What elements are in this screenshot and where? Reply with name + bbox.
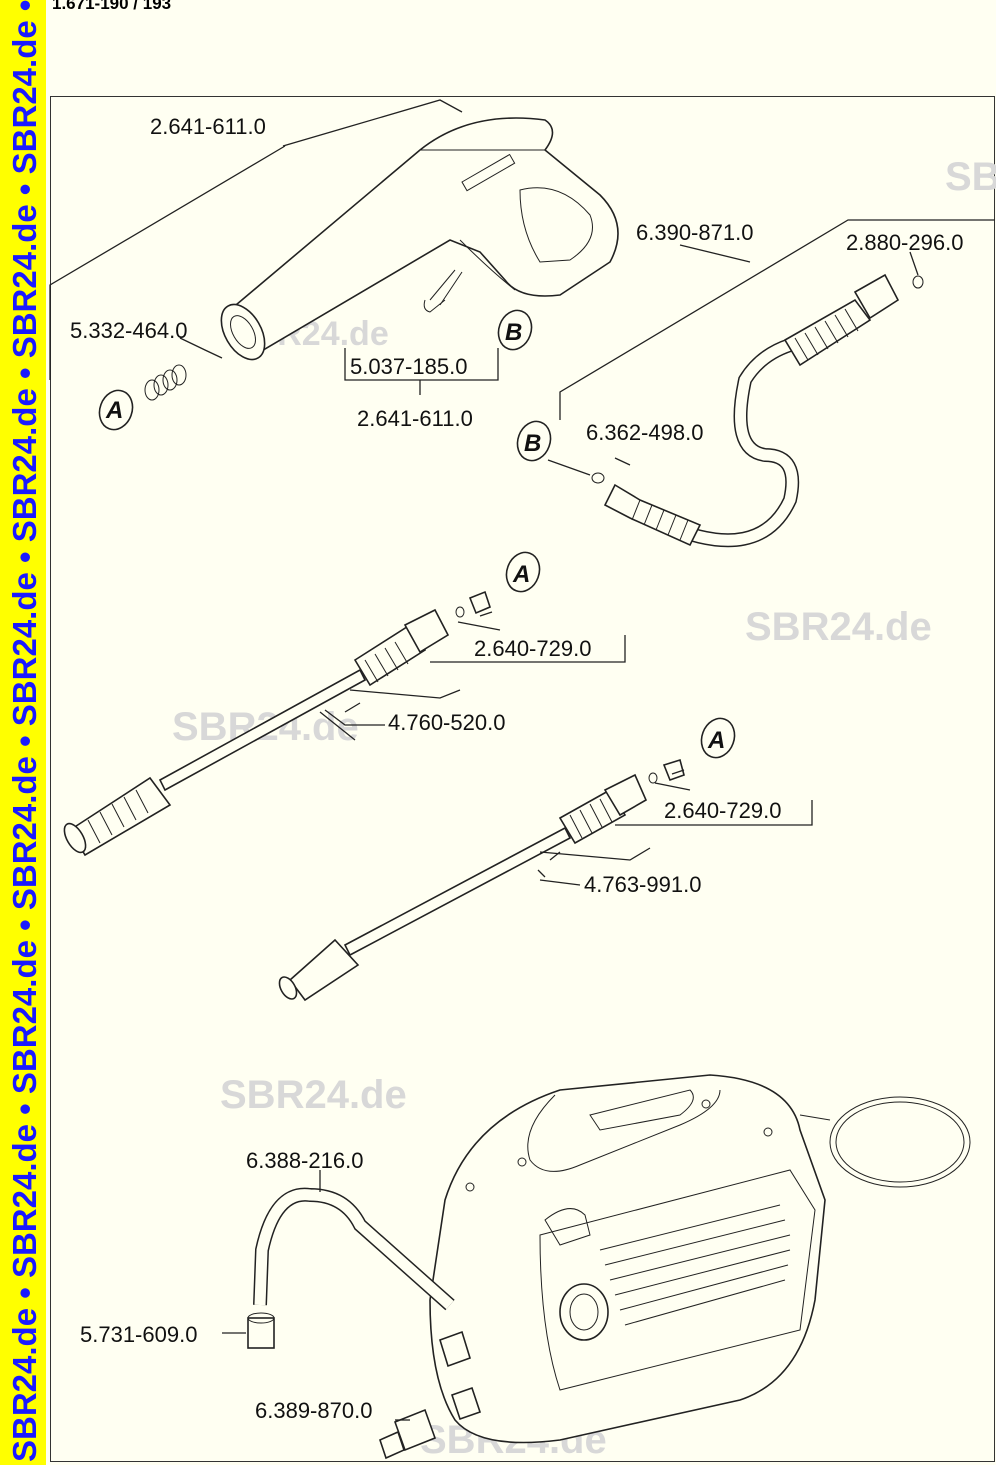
callout-b-badge: B (497, 309, 533, 351)
suction-hose-drawing (247, 1187, 455, 1349)
watermark: SBR24.de (745, 605, 932, 649)
part-label-gun-set: 2.641-611.0 (357, 406, 473, 431)
leader-line (547, 457, 631, 476)
callout-b-badge: B (516, 420, 552, 462)
pressure-washer-unit-drawing (379, 1074, 971, 1460)
part-label-spring: 5.332-464.0 (70, 318, 187, 343)
part-label-nozzle-ring-2: 2.640-729.0 (664, 798, 781, 823)
callout-a-badge: A (700, 717, 736, 759)
watermark: SBR24.de (220, 1073, 407, 1117)
part-label-connector: 6.389-870.0 (255, 1398, 372, 1423)
callout-a-label: A (707, 727, 725, 754)
side-banner: SBR24.de • SBR24.de • SBR24.de • SBR24.d… (0, 0, 46, 1465)
callout-a-label: A (512, 561, 530, 588)
leader-line (679, 244, 751, 263)
part-label-nozzle-ring-1: 2.640-729.0 (474, 636, 591, 661)
leader-line (559, 219, 995, 420)
callout-a-label: A (105, 397, 123, 424)
part-label-suction-hose: 6.388-216.0 (246, 1148, 363, 1173)
watermark: SBR24.de (945, 155, 996, 199)
spring-drawing (144, 364, 187, 401)
leader-line (537, 851, 581, 886)
part-label-lance-1: 4.760-520.0 (388, 710, 505, 735)
part-label-hose-oring: 2.880-296.0 (846, 230, 963, 255)
leader-line (430, 635, 626, 663)
part-label-hose: 6.390-871.0 (636, 220, 753, 245)
part-label-lance-2: 4.763-991.0 (584, 872, 701, 897)
lance-1-drawing (63, 590, 491, 857)
leader-line (457, 611, 501, 631)
leader-line (319, 702, 385, 741)
part-label-filter: 5.731-609.0 (80, 1322, 197, 1347)
leader-line (615, 800, 813, 826)
callout-a-badge: A (505, 551, 541, 593)
leader-line (49, 99, 463, 380)
callout-b-label: B (524, 430, 541, 457)
leader-line (539, 847, 651, 861)
leader-line (909, 251, 919, 276)
leader-line (344, 348, 499, 395)
spray-gun-drawing (220, 117, 619, 361)
leader-line (654, 769, 691, 791)
side-banner-text: SBR24.de • SBR24.de • SBR24.de • SBR24.d… (6, 0, 43, 1462)
hose-drawing (591, 273, 924, 548)
leader-line (179, 337, 223, 359)
part-label-clip: 5.037-185.0 (350, 354, 467, 379)
part-label-hose-end-oring: 6.362-498.0 (586, 420, 703, 445)
part-label-gun-body: 2.641-611.0 (150, 114, 266, 139)
callout-a-badge: A (98, 389, 134, 431)
document-number: 1.671-190 / 193 (52, 0, 172, 13)
leader-line (349, 689, 461, 699)
lance-2-drawing (278, 758, 685, 1002)
callout-b-label: B (505, 319, 522, 346)
